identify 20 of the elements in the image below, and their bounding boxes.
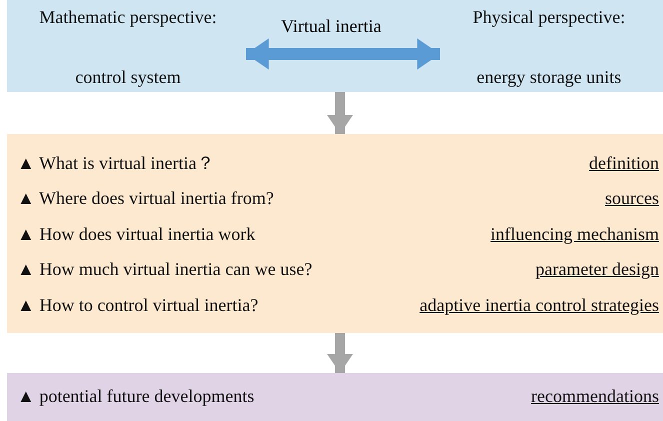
perspective-detail: control system [75,68,181,88]
perspective-heading: Physical perspective: [472,8,626,28]
perspective-detail: energy storage units [476,68,622,88]
topic-label: definition [589,154,659,174]
bullet-question: ▲ How much virtual inertia can we use? [17,260,312,280]
bullet-question: ▲ How does virtual inertia work [17,224,256,245]
bullet-question: ▲ potential future developments [17,387,254,407]
perspective-heading: Mathematic perspective: [39,8,217,28]
question-band [7,134,663,333]
bullet-question: ▲ Where does virtual inertia from? [17,189,274,210]
outlook-band [7,373,663,421]
bullet-question: ▲ What is virtual inertia？ [17,154,214,174]
bullet-question: ▲ How to control virtual inertia? [17,296,258,316]
perspective-band [7,0,663,92]
topic-label: sources [605,189,659,210]
topic-label: recommendations [531,387,659,407]
topic-label: influencing mechanism [490,224,659,245]
topic-label: adaptive inertia control strategies [420,296,659,316]
topic-label: parameter design [536,260,659,280]
edge-label: Virtual inertia [281,16,382,37]
